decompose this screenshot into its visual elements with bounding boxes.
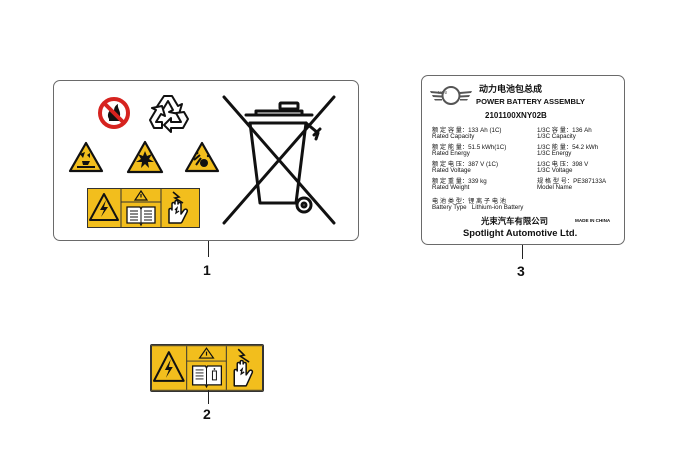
spec-label-en: 1/3C Voltage — [537, 167, 573, 174]
electric-hand-icon — [168, 191, 188, 224]
battery-type-value: Lithium-ion Battery — [471, 204, 524, 211]
spec-label-en: Rated Voltage — [432, 167, 471, 174]
title-english: POWER BATTERY ASSEMBLY — [476, 97, 585, 106]
recycle-icon — [149, 95, 189, 133]
spec-label-cn: 额 定 容 量 — [432, 127, 462, 134]
callout-1: 1 — [203, 262, 211, 278]
spec-label-en: Rated Energy — [432, 150, 470, 157]
spec-label-en: Rated Capacity — [432, 133, 475, 140]
combined-warning-panel — [87, 188, 200, 228]
callout-3: 3 — [517, 263, 525, 279]
crossed-out-bin-icon — [222, 95, 336, 225]
part-number: 2101100XNY02B — [485, 111, 547, 120]
spec-label-en: Rated Weight — [432, 184, 470, 191]
spec-value: 136 Ah — [572, 127, 592, 134]
spec-value: 339 kg — [468, 178, 487, 185]
spec-label-en: Model Name — [537, 184, 573, 191]
battery-nameplate-label-3: MINI 动力电池包总成 POWER BATTERY ASSEMBLY 2101… — [421, 75, 625, 245]
spec-label-cn: 规 格 型 号 — [537, 178, 567, 185]
spec-label-cn: 额 定 重 量 — [432, 178, 462, 185]
caution-read-manual-icon — [191, 347, 223, 389]
callout-2: 2 — [203, 406, 211, 422]
spec-value: PE387133A — [573, 178, 607, 185]
company-chinese: 光束汽车有限公司 — [481, 216, 548, 226]
high-voltage-icon — [89, 193, 119, 221]
electric-hand-icon — [233, 348, 254, 387]
battery-type-en: Battery Type — [432, 204, 467, 211]
corrosive-warning-icon — [68, 141, 104, 173]
spec-label-cn: 1/3C 电 压 — [537, 161, 566, 168]
brand-mark: MINI — [438, 90, 448, 95]
spec-value: 398 V — [572, 161, 589, 168]
spec-value: 51.5 kWh(1C) — [468, 144, 507, 151]
warning-label-1 — [53, 80, 359, 241]
explosive-warning-icon — [126, 140, 164, 174]
made-in-china: MADE IN CHINA — [575, 218, 611, 223]
leader-line-2 — [208, 390, 210, 404]
battery-type-cn: 电 池 类 型：锂 离 子 电 池 — [432, 198, 506, 205]
spec-label-cn: 额 定 能 量 — [432, 144, 462, 151]
caution-read-manual-icon — [126, 189, 156, 227]
title-chinese: 动力电池包总成 — [479, 84, 543, 94]
spec-label-en: 1/3C Capacity — [537, 133, 576, 140]
leader-line-3 — [522, 245, 524, 259]
company-english: Spotlight Automotive Ltd. — [463, 227, 578, 238]
spec-value: 387 V (1C) — [468, 161, 499, 168]
leader-line-1 — [208, 241, 210, 257]
mini-wings-logo-icon — [430, 86, 472, 105]
spec-label-en: 1/3C Energy — [537, 150, 572, 157]
no-open-flame-icon — [98, 97, 130, 129]
spec-label-cn: 额 定 电 压 — [432, 161, 462, 168]
spec-label-cn: 1/3C 能 量 — [537, 144, 566, 151]
warning-label-2 — [150, 344, 264, 392]
high-voltage-icon — [152, 351, 185, 382]
spec-label-cn: 1/3C 容 量 — [537, 127, 566, 134]
spec-value: 54.2 kWh — [572, 144, 599, 151]
spec-value: 133 Ah (1C) — [468, 127, 502, 134]
corrosive-splash-warning-icon — [184, 141, 220, 173]
